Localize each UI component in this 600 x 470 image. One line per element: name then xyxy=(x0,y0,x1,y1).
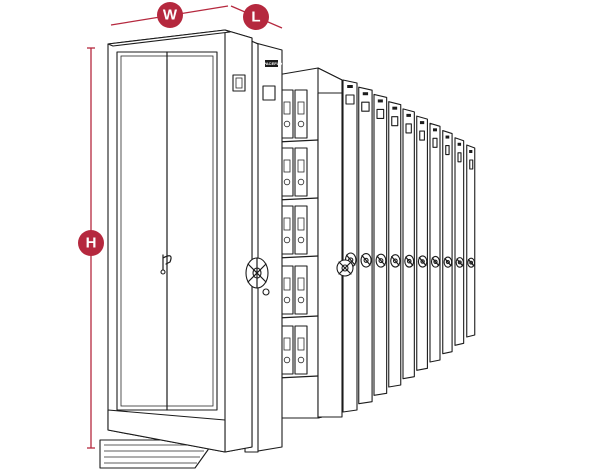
svg-text:W: W xyxy=(163,7,178,24)
brand-plate xyxy=(265,60,278,67)
rear-unit xyxy=(442,130,453,355)
rear-handwheel xyxy=(360,253,372,268)
rear-label-holder xyxy=(391,116,399,127)
binder xyxy=(280,265,294,315)
svg-text:L: L xyxy=(251,9,260,26)
cabinet-side-face xyxy=(224,29,253,453)
shelving-handwheel xyxy=(336,259,354,277)
rear-brand-plate xyxy=(377,99,383,103)
rear-unit xyxy=(388,101,402,388)
binder xyxy=(294,205,308,255)
rear-unit xyxy=(454,137,465,346)
binder xyxy=(294,89,308,139)
binder xyxy=(280,147,294,197)
rear-unit xyxy=(358,86,373,405)
rear-brand-plate xyxy=(347,85,353,88)
rear-handwheel xyxy=(390,254,401,268)
rear-label-holder xyxy=(469,159,474,170)
binder xyxy=(280,205,294,255)
binder xyxy=(294,325,308,375)
rear-handwheel xyxy=(375,253,387,268)
shelving-end-panel xyxy=(317,92,343,418)
rear-label-holder xyxy=(419,130,425,141)
height-badge: H xyxy=(78,230,104,256)
rear-brand-plate xyxy=(362,92,369,96)
rear-label-holder xyxy=(345,94,355,105)
width-badge: W xyxy=(157,2,183,28)
rear-brand-plate xyxy=(433,128,437,132)
rear-units xyxy=(342,79,476,413)
door-handle xyxy=(160,254,172,275)
rear-handwheel xyxy=(404,254,415,268)
rear-label-holder xyxy=(432,137,438,148)
rear-unit xyxy=(402,108,415,380)
cabinet-base xyxy=(107,409,226,453)
rear-label-holder xyxy=(361,101,370,112)
rear-unit xyxy=(416,115,428,371)
rear-label-holder xyxy=(445,145,450,156)
rear-brand-plate xyxy=(419,121,425,125)
rear-unit xyxy=(466,144,476,338)
rear-unit xyxy=(429,122,441,363)
rear-unit xyxy=(373,93,388,396)
binder xyxy=(280,89,294,139)
cabinet-handwheel xyxy=(245,257,270,296)
rear-label-holder xyxy=(405,123,412,134)
rear-label-holder xyxy=(457,152,462,163)
rear-unit xyxy=(342,79,358,413)
rear-handwheel xyxy=(455,257,464,268)
rear-brand-plate xyxy=(445,135,450,139)
cabinet-label-holder xyxy=(232,74,246,92)
rear-brand-plate xyxy=(406,113,411,117)
front-cabinet xyxy=(107,29,270,453)
rear-handwheel xyxy=(443,256,453,268)
binder xyxy=(280,325,294,375)
rear-brand-plate xyxy=(457,142,462,146)
rear-brand-plate xyxy=(469,150,473,153)
binder-shelves xyxy=(276,89,319,379)
rear-brand-plate xyxy=(392,106,398,110)
length-badge: L xyxy=(243,4,269,30)
svg-text:H: H xyxy=(86,235,97,252)
label-holder xyxy=(262,85,276,101)
rear-label-holder xyxy=(376,108,385,119)
binder xyxy=(294,265,308,315)
rear-handwheel xyxy=(417,255,428,268)
open-shelving-unit xyxy=(276,67,354,419)
binder xyxy=(294,147,308,197)
rear-handwheel xyxy=(467,257,476,268)
rear-handwheel xyxy=(430,255,441,268)
svg-text:SPACEFLO: SPACEFLO xyxy=(261,61,282,66)
